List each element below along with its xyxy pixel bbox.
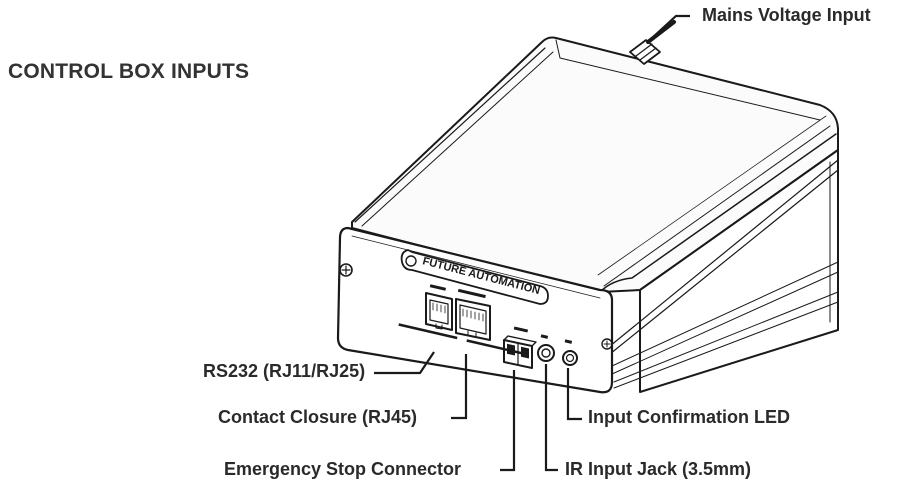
rj45-port-inner [459, 304, 487, 335]
side-slot-4 [611, 271, 839, 375]
label-ir-input-jack: IR Input Jack (3.5mm) [565, 459, 752, 479]
input-led [562, 350, 578, 366]
top-ridge-3 [555, 39, 821, 121]
panel-print-ir [540, 334, 549, 339]
terminal-block-side [503, 335, 537, 347]
mains-cable-gland-ring [635, 43, 657, 61]
side-slot-5 [613, 291, 839, 383]
page-title: CONTROL BOX INPUTS [8, 60, 250, 83]
top-ridge-5 [603, 125, 831, 287]
label-rs232: RS232 (RJ11/RJ25) [203, 361, 366, 381]
front-inner-edge [351, 235, 601, 299]
brand-plate [400, 249, 549, 305]
ir-jack [537, 344, 555, 362]
ir-jack-inner [541, 348, 551, 358]
brand-logo-icon [405, 255, 417, 267]
leader-ir [544, 364, 558, 472]
panel-print-estop [513, 326, 529, 333]
screw-left [339, 263, 353, 277]
screw-right [601, 338, 613, 350]
panel-print-rs232 [429, 284, 447, 291]
box-top-face [351, 36, 839, 293]
top-ridge-2 [361, 51, 554, 227]
leader-estop [500, 370, 516, 472]
mains-cable [646, 20, 676, 44]
rj45-port [455, 298, 491, 341]
leader-mains [651, 14, 690, 39]
rj45-port-latch [467, 330, 477, 338]
leader-led [566, 368, 582, 421]
top-ridge-6 [597, 115, 827, 276]
panel-print-bottom-2 [466, 339, 526, 356]
panel-print-led [564, 339, 573, 344]
leader-contact [451, 354, 468, 420]
screw-right-slot [603, 340, 611, 348]
rj45-port-pins [462, 308, 484, 322]
mains-cable-gland [629, 39, 661, 65]
panel-print-contact [457, 288, 486, 299]
terminal-screw-2 [521, 346, 529, 359]
side-slot-2 [609, 169, 839, 355]
panel-print-bottom-1 [398, 323, 458, 340]
rj11-port-latch [435, 323, 443, 330]
label-emergency-stop: Emergency Stop Connector [224, 459, 462, 479]
rj11-port-pins [432, 302, 446, 314]
screw-left-slot [341, 265, 351, 275]
label-mains-voltage-input: Mains Voltage Input [702, 5, 871, 25]
label-input-led: Input Confirmation LED [588, 407, 790, 427]
top-ridge-1 [354, 47, 546, 223]
side-slot-3 [611, 261, 839, 367]
side-slot-6 [613, 301, 839, 389]
side-slot-1 [609, 159, 839, 347]
rj11-port-inner [429, 299, 449, 325]
leader-rs232 [374, 351, 435, 375]
label-contact-closure: Contact Closure (RJ45) [218, 407, 418, 427]
input-led-inner [565, 353, 575, 363]
